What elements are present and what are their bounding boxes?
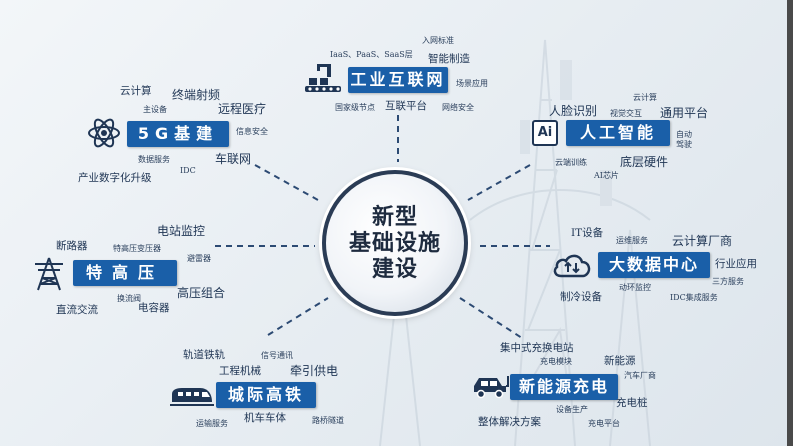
keyword-cooling-equipment: 制冷设备 [560,291,602,303]
keyword-charging-pile: 充电桩 [616,397,648,409]
keyword-terminal-rf: 终端射频 [172,88,221,102]
keyword-autonomous-driving: 自动驾驶 [676,130,692,149]
category-badge-bigdata: 大数据中心 [598,252,710,278]
keyword-interconnect-platform: 互联平台 [385,100,427,112]
keyword-smart-manufacturing: 智能制造 [428,53,470,65]
keyword-capacitor: 电容器 [138,302,170,314]
keyword-equipment-production: 设备生产 [556,405,588,414]
keyword-ai-chip: AI芯片 [594,171,619,180]
connector-ai [467,164,531,201]
keyword-idc-5g: IDC [180,166,196,175]
keyword-underlying-hardware: 底层硬件 [620,155,669,169]
factory-robot-icon [305,64,341,92]
keyword-scenario-application: 场景应用 [456,79,488,88]
high-speed-train-icon [170,388,214,406]
category-badge-5g: 5G基建 [127,121,229,147]
center-title-line3: 建设 [371,256,418,282]
ev-car-icon [474,376,509,399]
atom-icon [88,118,120,148]
keyword-env-monitoring: 动环监控 [619,283,651,292]
keyword-main-equipment: 主设备 [143,105,167,114]
keyword-road-bridge-tunnel: 路桥隧道 [312,416,344,425]
keyword-industry-application: 行业应用 [715,258,757,270]
keyword-circuit-breaker: 断路器 [56,240,88,252]
keyword-internet-of-vehicles: 车联网 [215,152,252,166]
keyword-om-service: 运维服务 [616,236,648,245]
keyword-new-energy: 新能源 [604,355,636,367]
keyword-general-platform: 通用平台 [660,106,709,120]
keyword-iaas-paas-saas: IaaS、PaaS、SaaS层 [330,50,413,59]
keyword-network-security: 网络安全 [442,103,474,112]
connector-ev [459,297,523,339]
keyword-rail-track: 轨道铁轨 [183,349,225,361]
right-edge-bar [787,0,793,446]
keyword-converter-valve: 换流阀 [117,294,141,303]
cloud-data-icon [553,254,591,278]
category-badge-ev-charging: 新能源充电 [510,374,618,400]
keyword-industrial-digital-upgrade: 产业数字化升级 [78,172,152,184]
keyword-station-monitoring: 电站监控 [157,224,206,238]
keyword-face-recognition: 人脸识别 [549,104,598,118]
keyword-visual-interaction: 视觉交互 [610,109,642,118]
power-tower-icon [35,257,63,291]
ai-chip-icon: Ai [532,120,558,146]
center-title-line2: 基础设施 [348,230,441,256]
keyword-dc-ac: 直流交流 [56,304,98,316]
keyword-transport-service: 运输服务 [196,419,228,428]
keyword-network-standard: 入网标准 [422,36,454,45]
keyword-lightning-arrester: 避雷器 [187,254,211,263]
keyword-cloud-computing-ai: 云计算 [633,93,657,102]
keyword-idc-integration: IDC集成服务 [670,293,718,302]
keyword-data-service: 数据服务 [138,155,170,164]
category-badge-ai: 人工智能 [566,120,670,146]
keyword-third-party-service: 三方服务 [712,277,744,286]
keyword-total-solution: 整体解决方案 [478,416,541,428]
keyword-centralized-swap-station: 集中式充换电站 [500,342,574,354]
keyword-information-security: 信息安全 [236,127,268,136]
keyword-traction-power: 牵引供电 [290,364,339,378]
keyword-locomotive-body: 机车车体 [244,412,286,424]
center-title-line1: 新型 [371,204,418,230]
center-circle: 新型 基础设施 建设 [322,170,468,316]
keyword-cloud-computing-5g: 云计算 [120,85,152,97]
category-badge-intercity-rail: 城际高铁 [216,382,316,408]
keyword-signal-communication: 信号通讯 [261,351,293,360]
category-badge-industrial-internet: 工业互联网 [348,67,448,93]
keyword-charging-platform: 充电平台 [588,419,620,428]
keyword-hv-combination: 高压组合 [177,286,226,300]
connector-intercity [267,297,329,336]
keyword-it-equipment: IT设备 [571,227,604,239]
category-badge-uhv: 特高压 [73,260,177,286]
connector-5g [254,164,319,201]
keyword-cloud-vendor: 云计算厂商 [672,234,733,248]
keyword-uhv-transformer: 特高压变压器 [113,244,161,253]
keyword-cloud-training: 云端训练 [555,158,587,167]
keyword-charging-module: 充电模块 [540,357,572,366]
keyword-engineering-machinery: 工程机械 [219,365,261,377]
keyword-auto-maker: 汽车厂商 [624,371,656,380]
keyword-remote-medical: 远程医疗 [218,102,267,116]
keyword-national-node: 国家级节点 [335,103,375,112]
